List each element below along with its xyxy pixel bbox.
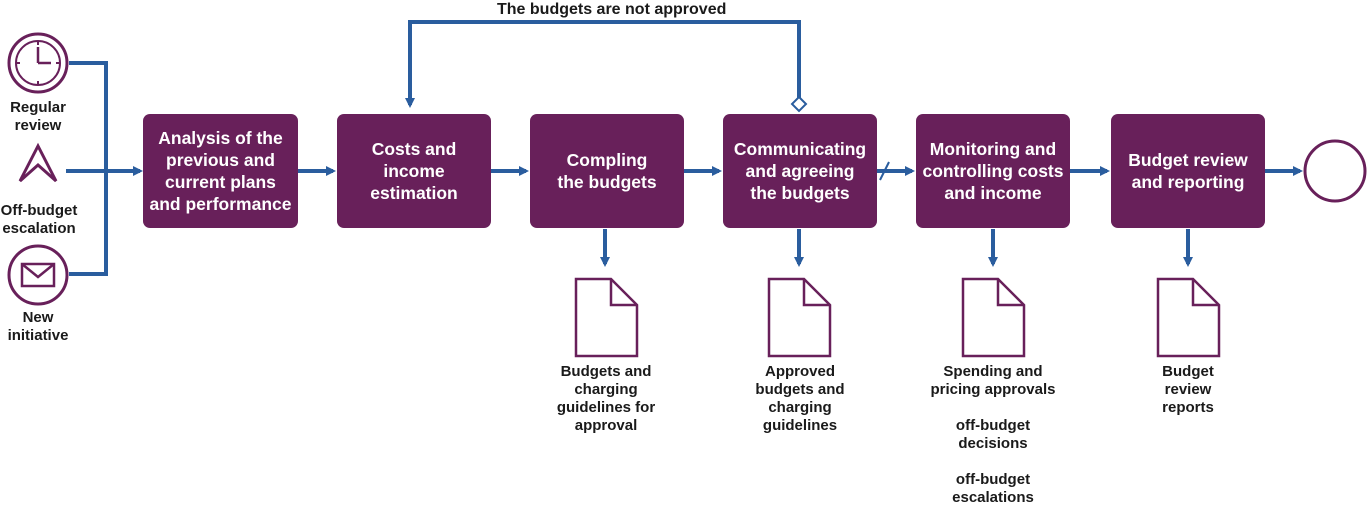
start-label-off-budget-escalation: Off-budget escalation	[0, 202, 78, 237]
start-label-new-initiative: New initiative	[7, 309, 69, 344]
step-compiling-budgets: Compling the budgets	[530, 114, 684, 228]
start-label-regular-review: Regular review	[10, 99, 66, 134]
document-icon	[1156, 277, 1221, 358]
document-icon	[767, 277, 832, 358]
step-costs-income-estimation: Costs and income estimation	[337, 114, 491, 228]
step-monitoring-controlling: Monitoring and controlling costs and inc…	[916, 114, 1070, 228]
envelope-icon	[7, 244, 69, 306]
escalation-icon	[18, 142, 58, 183]
loop-label: The budgets are not approved	[497, 1, 727, 18]
output-label-budgets-for-approval: Budgets and charging guidelines for appr…	[556, 363, 656, 434]
output-label-spending-approvals: Spending and pricing approvals off-budge…	[930, 363, 1056, 506]
document-icon	[574, 277, 639, 358]
conditional-flow-diamond	[790, 95, 808, 113]
default-flow-marker	[879, 161, 890, 181]
clock-icon	[7, 32, 69, 94]
start-connectors	[66, 61, 143, 276]
end-event-circle	[1303, 139, 1367, 203]
output-flows	[600, 229, 1193, 267]
output-label-budget-review-reports: Budget review reports	[1162, 363, 1214, 416]
step-budget-review-reporting: Budget review and reporting	[1111, 114, 1265, 228]
loop-back-flow	[405, 20, 801, 108]
step-communicating-agreeing: Communicating and agreeing the budgets	[723, 114, 877, 228]
step-analysis: Analysis of the previous and current pla…	[143, 114, 298, 228]
document-icon	[961, 277, 1026, 358]
output-label-approved-budgets: Approved budgets and charging guidelines	[755, 363, 845, 434]
